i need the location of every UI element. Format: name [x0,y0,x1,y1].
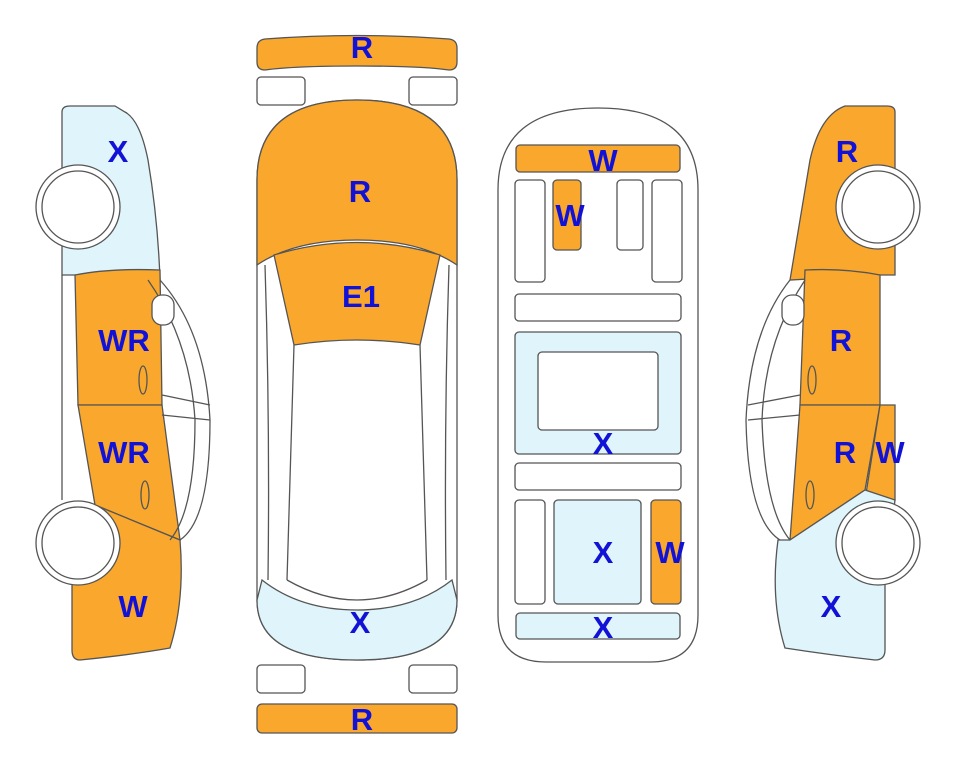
front-right-light [408,76,458,106]
right-rear-wheel [835,500,921,586]
label-interior-rear-side: W [655,535,685,570]
windshield[interactable] [273,241,441,346]
label-windshield: E1 [342,279,380,314]
label-left-front-door: WR [98,323,150,358]
rear-window[interactable] [256,578,458,661]
front-bumper[interactable] [256,34,458,71]
interior-rear-seat[interactable] [553,499,642,605]
label-hood: R [349,174,371,209]
label-interior-floor-mid: X [593,426,614,461]
label-right-front: R [836,134,858,169]
label-left-rear-door: WR [98,435,150,470]
label-interior-trunk: X [593,610,614,645]
label-right-front-door: R [830,323,852,358]
right-front-door[interactable] [799,268,881,406]
label-interior-rear-seat: X [593,535,614,570]
interior-dashboard[interactable] [515,144,681,173]
rear-left-light [256,664,306,694]
label-rear-bumper: R [351,702,373,737]
interior-front-seat[interactable] [552,179,582,251]
left-side-view [35,105,211,661]
interior-trunk[interactable] [515,612,681,640]
label-interior-dash: W [588,143,618,178]
right-side-view [745,105,921,661]
front-left-light [256,76,306,106]
label-front-bumper: R [351,30,373,65]
left-front-door-handle-icon [138,365,148,395]
right-rear-door-handle-icon [805,480,815,510]
interior-rear-side[interactable] [650,499,682,605]
label-left-rear: W [118,589,148,624]
label-rear-window: X [350,605,371,640]
left-rear-wheel [35,500,121,586]
right-front-wheel [835,164,921,250]
rear-bumper[interactable] [256,703,458,734]
label-interior-front-seat: W [555,198,585,233]
label-right-rear-door: R [834,435,856,470]
label-right-rear-door-extra: W [875,435,905,470]
interior-view [497,107,699,663]
rear-right-light [408,664,458,694]
hood[interactable] [256,99,458,267]
left-rear-door-handle-icon [140,480,150,510]
damage-labels: X WR WR W R R E1 X R W W X X W X R R R W… [98,30,905,737]
label-right-rear: X [821,589,842,624]
left-front-wheel [35,164,121,250]
top-view [256,34,458,734]
label-left-front: X [108,134,129,169]
right-front-door-handle-icon [807,365,817,395]
